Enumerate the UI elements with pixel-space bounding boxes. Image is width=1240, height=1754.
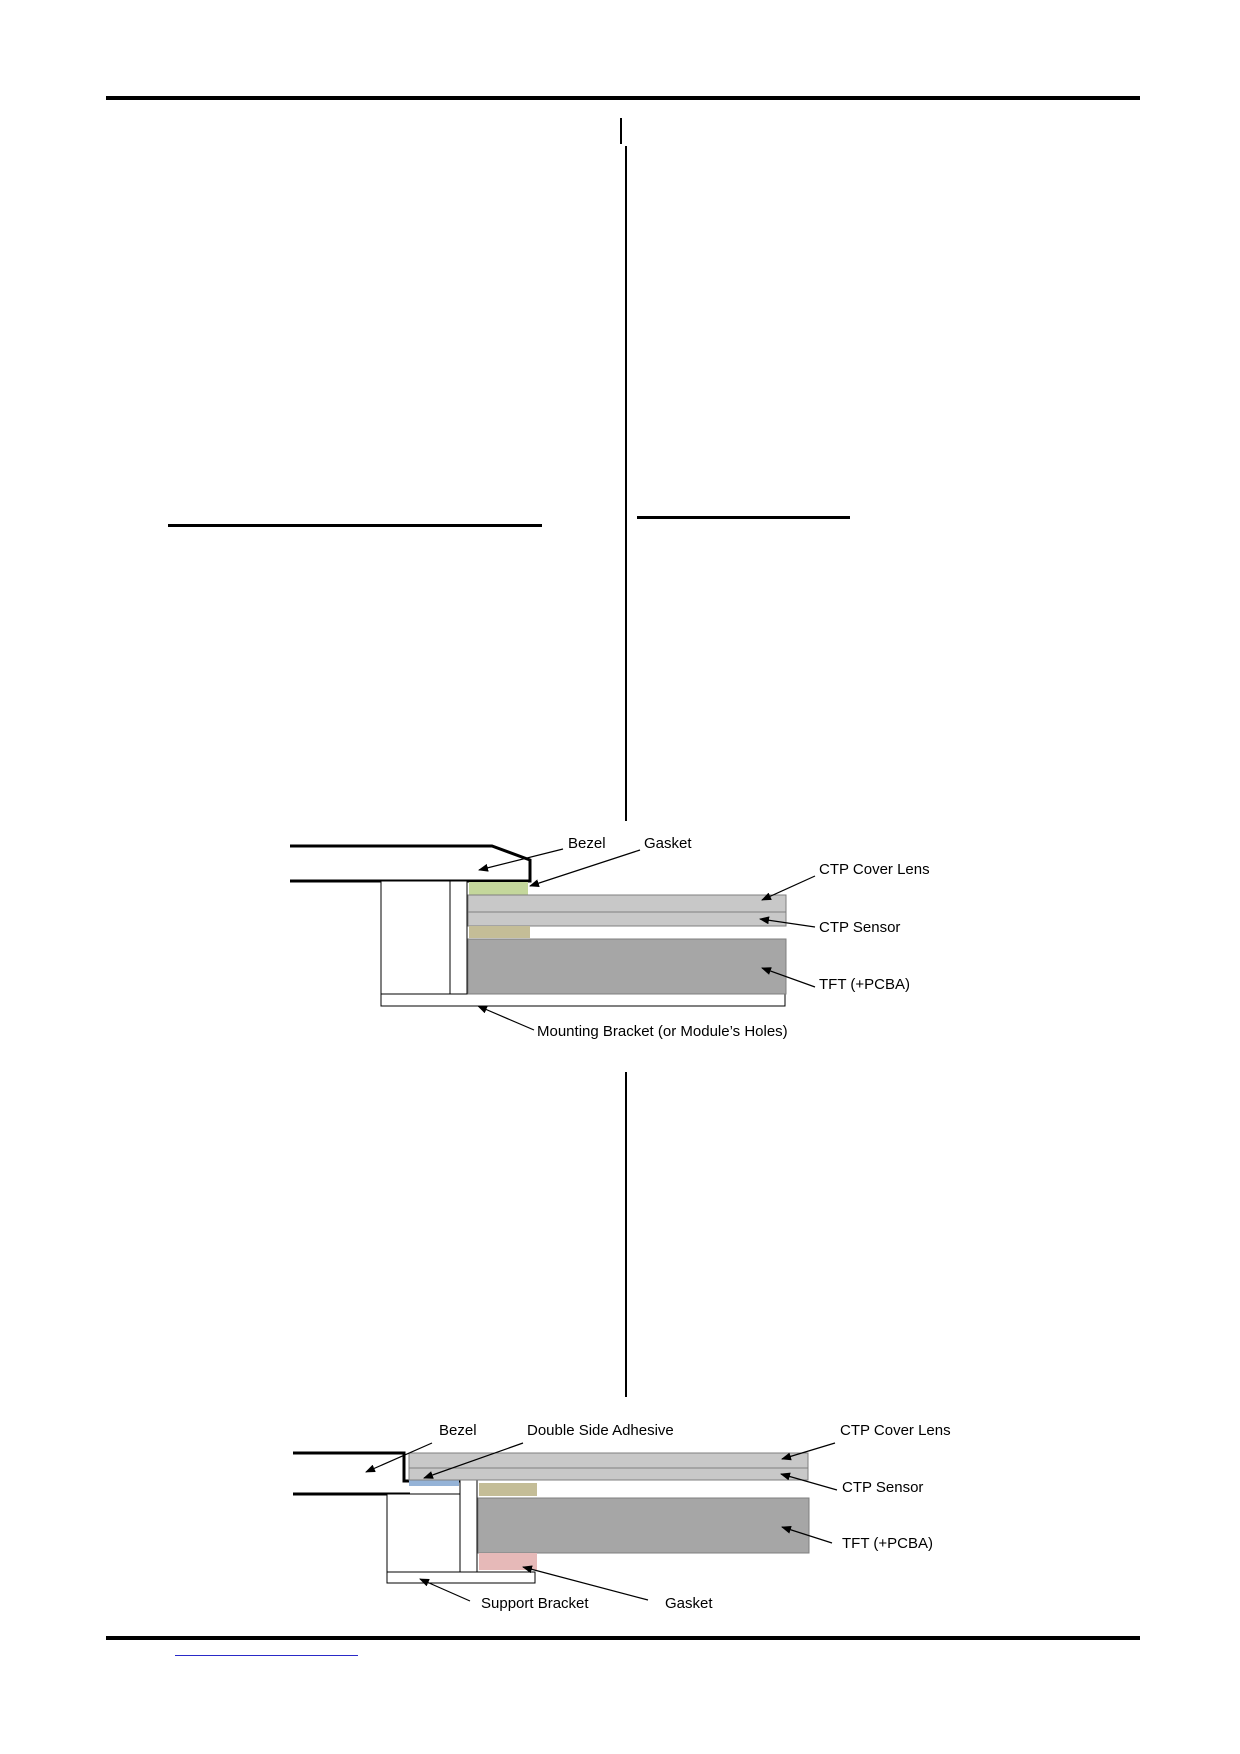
label-tft: TFT (+PCBA) xyxy=(819,976,910,993)
spacer-1 xyxy=(469,926,530,938)
support-post xyxy=(386,1493,461,1573)
section-underline-left xyxy=(168,524,542,527)
ctp-cover-lens-1 xyxy=(467,894,787,913)
tft-2 xyxy=(477,1497,810,1554)
bezel-shape xyxy=(290,844,532,883)
column-tick xyxy=(620,118,622,144)
footer-rule xyxy=(106,1636,1140,1640)
label-ctp-sensor: CTP Sensor xyxy=(819,919,900,936)
support-side xyxy=(459,1471,478,1573)
label-gasket-2: Gasket xyxy=(665,1595,713,1612)
gasket-1 xyxy=(469,882,528,895)
ctp-cover-lens-2 xyxy=(408,1452,809,1469)
ctp-sensor-1 xyxy=(467,911,787,927)
support-bracket xyxy=(386,1571,536,1584)
spacer-2 xyxy=(479,1483,537,1496)
ctp-sensor-2 xyxy=(408,1467,809,1481)
tft-1 xyxy=(467,938,787,995)
label-bezel: Bezel xyxy=(568,835,606,852)
label-gasket: Gasket xyxy=(644,835,692,852)
header-rule xyxy=(106,96,1140,100)
label-support-bracket: Support Bracket xyxy=(481,1595,589,1612)
column-divider-bottom xyxy=(625,1072,627,1397)
label-tft-2: TFT (+PCBA) xyxy=(842,1535,933,1552)
column-divider-top xyxy=(625,146,627,821)
mounting-bracket xyxy=(380,993,786,1007)
mounting-side xyxy=(449,880,468,995)
label-mounting-bracket: Mounting Bracket (or Module’s Holes) xyxy=(537,1023,788,1040)
label-ctp-cover-lens: CTP Cover Lens xyxy=(819,861,930,878)
diagram-rear-mount: Bezel Double Side Adhesive CTP Cover Len… xyxy=(293,1422,951,1612)
label-ctp-cover-lens-2: CTP Cover Lens xyxy=(840,1422,951,1439)
section-underline-right xyxy=(637,516,850,519)
label-bezel-2: Bezel xyxy=(439,1422,477,1439)
gasket-2 xyxy=(479,1553,537,1570)
label-double-side-adhesive: Double Side Adhesive xyxy=(527,1422,674,1439)
mounting-post xyxy=(380,880,451,995)
diagram-front-mount: Bezel Gasket CTP Cover Lens CTP Sensor T… xyxy=(290,835,930,1040)
label-ctp-sensor-2: CTP Sensor xyxy=(842,1479,923,1496)
footer-link[interactable] xyxy=(175,1655,358,1656)
